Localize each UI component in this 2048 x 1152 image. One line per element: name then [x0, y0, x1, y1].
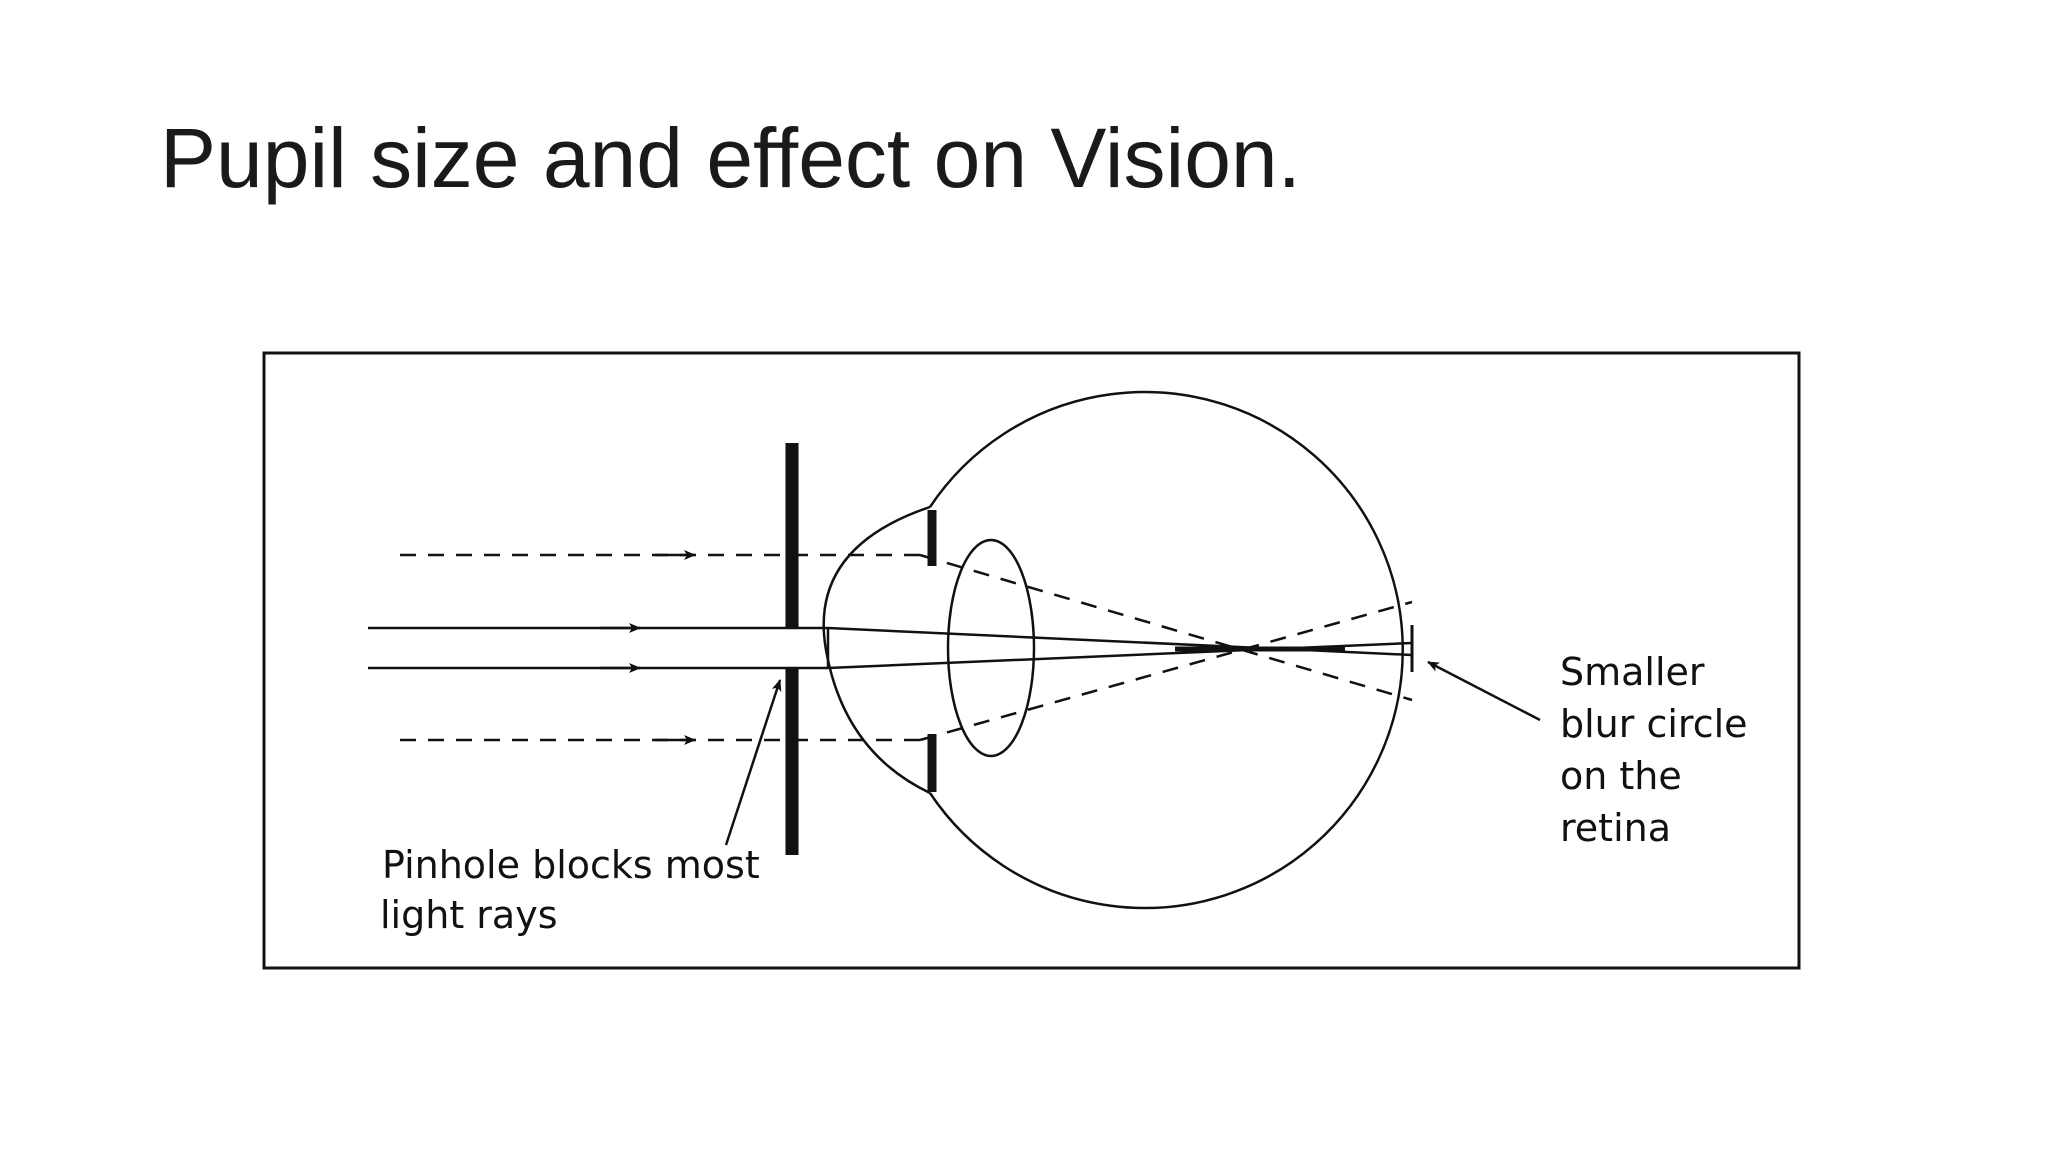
- pinhole-label-line-2: light rays: [380, 893, 558, 937]
- retina-label-line-3: on the: [1560, 754, 1682, 798]
- pinhole-pointer-arrow: [724, 679, 782, 846]
- eye-lens: [946, 538, 1036, 758]
- retina-label-line-4: retina: [1560, 806, 1671, 850]
- dashed-ray-lower-refracted: [919, 600, 1413, 742]
- retina-pointer-arrow: [1427, 660, 1541, 722]
- dashed-ray-upper-refracted: [919, 553, 1413, 702]
- pinhole-label-line-1: Pinhole blocks most: [382, 843, 760, 887]
- retina-label-line-2: blur circle: [1560, 702, 1748, 746]
- eyeball-outline: [928, 390, 1404, 910]
- diagram-frame: [262, 351, 1801, 970]
- retina-label-line-1: Smaller: [1560, 650, 1705, 694]
- cornea-outline: [822, 505, 931, 795]
- slide-title: Pupil size and effect on Vision.: [160, 111, 1301, 205]
